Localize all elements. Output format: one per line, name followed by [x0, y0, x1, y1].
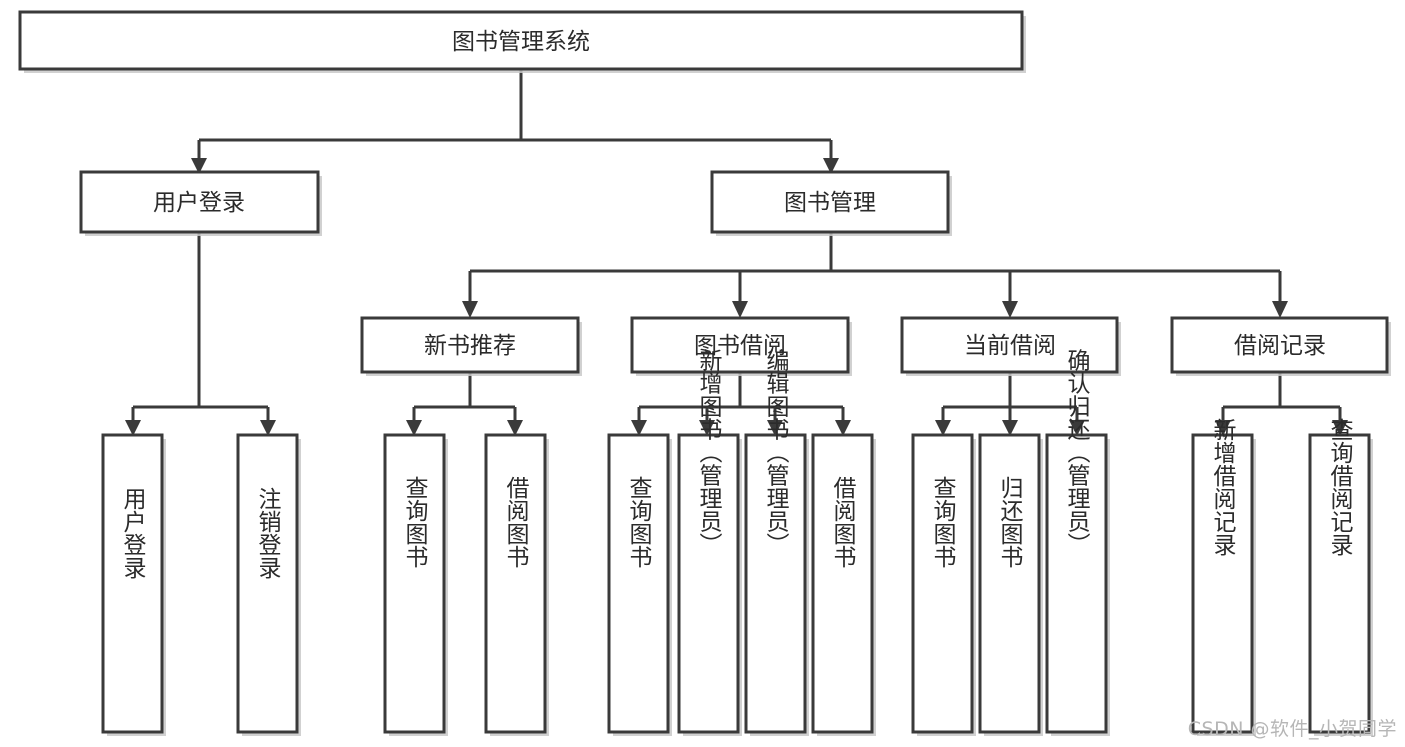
node-leaf-query-book-1[interactable]: 查询图书 — [383, 433, 448, 736]
node-new-book-recommend-box[interactable] — [360, 316, 580, 374]
node-current-borrow-label: 当前借阅 — [964, 333, 1056, 359]
node-leaf-add-record-label: 新增借阅记录 — [1209, 418, 1237, 556]
arrow-leaf-confirm-return — [1069, 420, 1085, 436]
node-book-borrow[interactable]: 图书借阅 — [630, 316, 852, 376]
node-leaf-query-book-2[interactable]: 查询图书 — [607, 433, 672, 736]
node-book-management[interactable]: 图书管理 — [710, 170, 952, 236]
arrow-leaf-add-record — [1215, 420, 1231, 436]
node-leaf-borrow-book-1-box[interactable] — [484, 433, 547, 734]
node-leaf-logout-login-box[interactable] — [236, 433, 299, 734]
arrow-leaf-query-book-2 — [631, 420, 647, 436]
node-book-borrow-label: 图书借阅 — [694, 333, 786, 359]
arrow-to-user-login — [191, 158, 207, 174]
node-leaf-query-record-label: 查询借阅记录 — [1326, 418, 1354, 556]
node-leaf-return-book-label: 归还图书 — [996, 476, 1024, 568]
node-user-login-box[interactable] — [79, 170, 320, 234]
node-root-box[interactable] — [18, 10, 1024, 71]
arrow-leaf-user-login — [125, 420, 141, 436]
node-leaf-query-book-2-label: 查询图书 — [625, 476, 653, 568]
node-borrow-record-box[interactable] — [1170, 316, 1389, 374]
node-root-label: 图书管理系统 — [452, 29, 590, 55]
node-leaf-logout-login[interactable]: 注销登录 — [236, 433, 301, 736]
node-leaf-borrow-book-1-label: 借阅图书 — [502, 476, 530, 568]
node-leaf-borrow-book-2[interactable]: 借阅图书 — [811, 433, 876, 736]
node-book-borrow-box[interactable] — [630, 316, 850, 374]
arrow-leaf-query-record — [1332, 420, 1348, 436]
node-leaf-borrow-book-2-box[interactable] — [811, 433, 874, 734]
node-leaf-confirm-return-label: 确认归还（管理员） — [1063, 349, 1091, 556]
connector-group — [125, 70, 1348, 436]
arrow-to-new-book-recommend — [462, 301, 478, 318]
node-leaf-query-record[interactable]: 查询借阅记录 — [1308, 418, 1373, 736]
node-leaf-query-record-box[interactable] — [1308, 433, 1371, 734]
node-leaf-query-book-1-label: 查询图书 — [401, 476, 429, 568]
node-leaf-query-book-2-box[interactable] — [607, 433, 670, 734]
arrow-leaf-add-book — [699, 420, 715, 436]
node-new-book-recommend[interactable]: 新书推荐 — [360, 316, 582, 376]
node-book-management-label: 图书管理 — [784, 190, 876, 216]
node-borrow-record[interactable]: 借阅记录 — [1170, 316, 1391, 376]
arrow-to-current-borrow — [1002, 301, 1018, 318]
arrow-leaf-query-book-3 — [935, 420, 951, 436]
node-root[interactable]: 图书管理系统 — [18, 10, 1026, 73]
node-leaf-return-book-box[interactable] — [978, 433, 1041, 734]
node-leaf-user-login-label: 用户登录 — [119, 487, 147, 579]
arrow-leaf-borrow-book-2 — [835, 420, 851, 436]
node-leaf-add-record-box[interactable] — [1191, 433, 1254, 734]
node-user-login-label: 用户登录 — [153, 190, 245, 216]
node-leaf-add-record[interactable]: 新增借阅记录 — [1191, 418, 1256, 736]
node-book-management-box[interactable] — [710, 170, 950, 234]
node-leaf-borrow-book-1[interactable]: 借阅图书 — [484, 433, 549, 736]
arrow-to-book-borrow — [732, 301, 748, 318]
node-leaf-add-book[interactable]: 新增图书（管理员） — [677, 349, 742, 737]
arrow-leaf-edit-book — [767, 420, 783, 436]
arrow-leaf-query-book-1 — [406, 420, 422, 436]
node-leaf-query-book-1-box[interactable] — [383, 433, 446, 734]
node-leaf-logout-login-label: 注销登录 — [254, 487, 282, 579]
node-leaf-add-book-box[interactable] — [677, 433, 740, 734]
node-user-login[interactable]: 用户登录 — [79, 170, 322, 236]
node-leaf-borrow-book-2-label: 借阅图书 — [829, 476, 857, 568]
node-leaf-confirm-return-box[interactable] — [1045, 433, 1108, 734]
node-leaf-user-login-box[interactable] — [101, 433, 164, 734]
arrow-leaf-logout-login — [260, 420, 276, 436]
node-leaf-query-book-3[interactable]: 查询图书 — [911, 433, 976, 736]
node-leaf-add-book-label: 新增图书（管理员） — [695, 349, 723, 556]
node-current-borrow[interactable]: 当前借阅 — [900, 316, 1121, 376]
node-leaf-query-book-3-label: 查询图书 — [929, 476, 957, 568]
arrow-to-book-management — [823, 158, 839, 174]
node-leaf-query-book-3-box[interactable] — [911, 433, 974, 734]
node-leaf-return-book[interactable]: 归还图书 — [978, 433, 1043, 736]
node-leaf-user-login[interactable]: 用户登录 — [101, 433, 166, 736]
node-leaf-edit-book-label: 编辑图书（管理员） — [762, 349, 790, 556]
arrow-leaf-return-book — [1002, 420, 1018, 436]
arrow-leaf-borrow-book-1 — [507, 420, 523, 436]
arrow-to-borrow-record — [1272, 301, 1288, 318]
node-leaf-confirm-return[interactable]: 确认归还（管理员） — [1045, 349, 1110, 737]
node-new-book-recommend-label: 新书推荐 — [424, 333, 516, 359]
node-current-borrow-box[interactable] — [900, 316, 1119, 374]
node-leaf-edit-book[interactable]: 编辑图书（管理员） — [744, 349, 809, 737]
node-leaf-edit-book-box[interactable] — [744, 433, 807, 734]
node-borrow-record-label: 借阅记录 — [1234, 333, 1326, 359]
